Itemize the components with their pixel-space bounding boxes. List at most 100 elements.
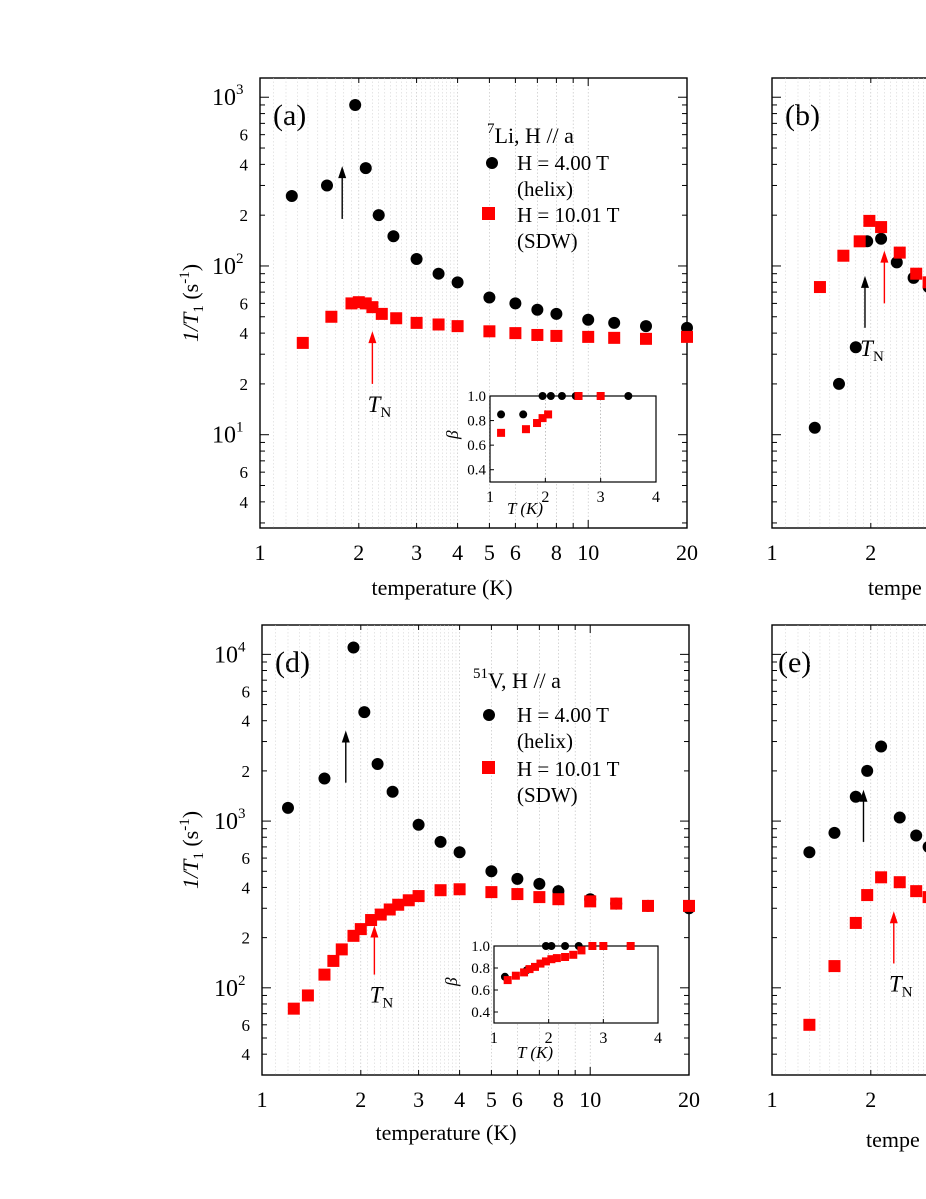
data-point-helix: [509, 297, 522, 310]
x-tick-label: 2: [865, 540, 876, 565]
inset-point-sdw: [544, 410, 553, 419]
y-minor-label: 6: [242, 1016, 251, 1035]
data-point-helix: [533, 877, 546, 890]
x-tick-label: 5: [484, 540, 495, 565]
ylabel-main: 1/T: [178, 311, 203, 342]
data-point-sdw: [610, 897, 623, 910]
y-minor-label: 2: [240, 375, 249, 394]
inset-point-sdw: [552, 954, 561, 963]
tn-label: TN: [370, 983, 394, 1012]
inset-point-sdw: [531, 962, 539, 971]
data-point-sdw: [485, 886, 498, 899]
ylabel-exp: -1: [177, 818, 193, 831]
tn-arrow-head: [338, 166, 347, 179]
y-tick-label: 103: [214, 806, 246, 835]
y-minor-label: 4: [240, 324, 249, 343]
inset-y-tick-label: 1.0: [471, 939, 490, 955]
x-tick-label: 2: [865, 1087, 876, 1112]
ylabel-sub: 1: [191, 305, 207, 313]
ylabel-main: 1/T: [178, 858, 203, 889]
legend-a-title: Li, H // a: [495, 123, 575, 148]
y-tick-label: 102: [212, 251, 244, 280]
svg-text:51V, H // a: 51V, H // a: [473, 666, 561, 693]
panel-b-xlabel: tempe: [868, 575, 922, 600]
x-tick-label: 1: [767, 1087, 778, 1112]
data-point-sdw: [861, 889, 874, 902]
data-point-sdw: [335, 943, 348, 956]
data-point-sdw: [582, 330, 595, 343]
inset-point-helix: [547, 942, 556, 950]
y-minor-label: 4: [242, 1045, 251, 1064]
legend-d-title: V, H // a: [488, 668, 561, 693]
x-tick-label: 1: [257, 1087, 268, 1112]
inset-point-sdw: [577, 946, 586, 955]
panel-b-frame: [771, 77, 926, 529]
inset-y-tick-label: 1.0: [467, 389, 486, 405]
legend-a-helix-name: H = 4.00 T: [517, 151, 609, 175]
data-point-sdw: [392, 898, 405, 911]
ylabel-exp: -1: [177, 271, 193, 284]
data-point-helix: [922, 841, 926, 853]
inset-point-sdw: [520, 968, 529, 977]
data-point-sdw: [683, 899, 695, 912]
x-tick-label: 4: [452, 540, 463, 565]
legend-d-helix-marker: [483, 709, 495, 721]
data-point-helix: [485, 865, 498, 878]
data-point-helix: [386, 785, 399, 798]
x-tick-label: 20: [676, 540, 698, 565]
inset-point-sdw: [561, 953, 570, 961]
inset-y-tick-label: 0.6: [467, 438, 486, 454]
panel-d-label: (d): [275, 646, 310, 679]
x-tick-label: 2: [353, 540, 364, 565]
y-minor-label: 4: [242, 712, 251, 731]
data-point-helix: [808, 421, 821, 434]
inset-point-sdw: [503, 976, 512, 985]
x-tick-label: 5: [486, 1087, 497, 1112]
inset-d-xlabel: T (K): [517, 1043, 553, 1062]
data-point-sdw: [354, 923, 367, 936]
panel-a-ylabel: 1/T1 (s-1): [177, 264, 207, 342]
inset-y-tick-label: 0.4: [471, 1005, 490, 1021]
inset-point-sdw: [538, 414, 547, 423]
inset-d-frame: [493, 945, 659, 1024]
inset-d-ylabel: β: [442, 977, 461, 987]
legend-a-sdw-marker: [482, 207, 495, 220]
y-minor-label: 6: [242, 682, 251, 701]
data-point-helix: [412, 818, 425, 831]
data-point-sdw: [910, 885, 923, 898]
inset-x-tick-label: 1: [486, 489, 494, 506]
inset-point-helix: [538, 392, 547, 400]
panel-d-xlabel: temperature (K): [375, 1120, 516, 1145]
y-minor-label: 4: [240, 493, 249, 512]
data-point-sdw: [301, 989, 314, 1002]
legend-d-helix-note: (helix): [517, 729, 573, 753]
data-point-helix: [861, 764, 874, 777]
data-point-helix: [511, 872, 524, 885]
data-point-sdw: [375, 307, 388, 320]
data-point-sdw: [390, 312, 403, 325]
inset-point-sdw: [497, 428, 506, 437]
tn-label: TN: [368, 392, 392, 421]
y-minor-label: 2: [242, 762, 251, 781]
data-point-sdw: [509, 327, 522, 340]
y-minor-label: 2: [242, 929, 251, 948]
inset-point-sdw: [569, 950, 578, 959]
data-point-sdw: [875, 871, 888, 884]
inset-a-ylabel: β: [443, 430, 462, 440]
data-point-helix: [451, 276, 464, 289]
data-point-helix: [387, 230, 400, 243]
data-point-sdw: [434, 884, 447, 897]
inset-x-tick-label: 2: [541, 489, 549, 506]
data-point-helix: [875, 740, 888, 753]
svg-text:1/T1 (s-1): 1/T1 (s-1): [177, 264, 207, 342]
x-tick-label: 3: [413, 1087, 424, 1112]
y-minor-label: 4: [242, 878, 251, 897]
legend-a-helix-marker: [486, 157, 498, 169]
inset-x-tick-label: 4: [652, 489, 660, 506]
data-point-sdw: [402, 894, 415, 907]
data-point-sdw: [366, 301, 379, 314]
